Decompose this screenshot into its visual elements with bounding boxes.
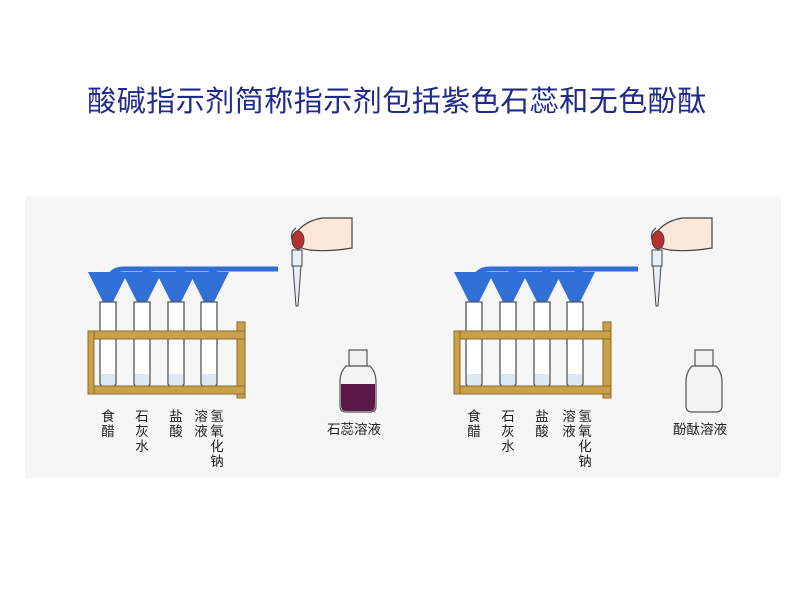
right-rack-bottom-rail: [453, 385, 612, 395]
left-drop-arrows: [88, 266, 278, 312]
left-label-solution: 溶液: [194, 409, 208, 440]
left-rack-top-rail: [87, 330, 246, 340]
left-label-hcl: 盐酸: [169, 409, 183, 440]
right-rack-post: [602, 321, 612, 399]
right-indicator-bottle: [685, 349, 723, 413]
left-tube-liquids: [101, 374, 216, 389]
left-label-naoh: 氢氧化钠: [210, 409, 224, 470]
right-experiment: [453, 217, 723, 413]
page-title: 酸碱指示剂简称指示剂包括紫色石蕊和无色酚酞: [87, 84, 707, 118]
right-bottle-label: 酚酞溶液: [673, 422, 727, 438]
right-drop-arrows: [454, 266, 638, 312]
right-rack-side: [453, 330, 461, 395]
left-label-limewater: 石灰水: [135, 409, 149, 455]
left-rack-side: [87, 330, 95, 395]
left-experiment: [87, 217, 377, 413]
right-tube-liquids: [467, 374, 582, 389]
left-test-tubes: [99, 301, 218, 391]
right-label-limewater: 石灰水: [501, 409, 515, 455]
left-hand-dropper: [290, 217, 353, 307]
right-test-tubes: [465, 301, 584, 391]
right-label-naoh: 氢氧化钠: [578, 409, 592, 470]
left-rack-post: [236, 321, 246, 399]
left-rack-bottom-rail: [87, 385, 246, 395]
right-label-vinegar: 食醋: [467, 409, 481, 440]
right-label-hcl: 盐酸: [535, 409, 549, 440]
left-label-vinegar: 食醋: [101, 409, 115, 440]
left-indicator-bottle: [339, 349, 377, 413]
right-rack-top-rail: [453, 330, 612, 340]
left-bottle-label: 石蕊溶液: [327, 422, 381, 438]
right-hand-dropper: [650, 217, 713, 307]
right-label-solution: 溶液: [562, 409, 576, 440]
